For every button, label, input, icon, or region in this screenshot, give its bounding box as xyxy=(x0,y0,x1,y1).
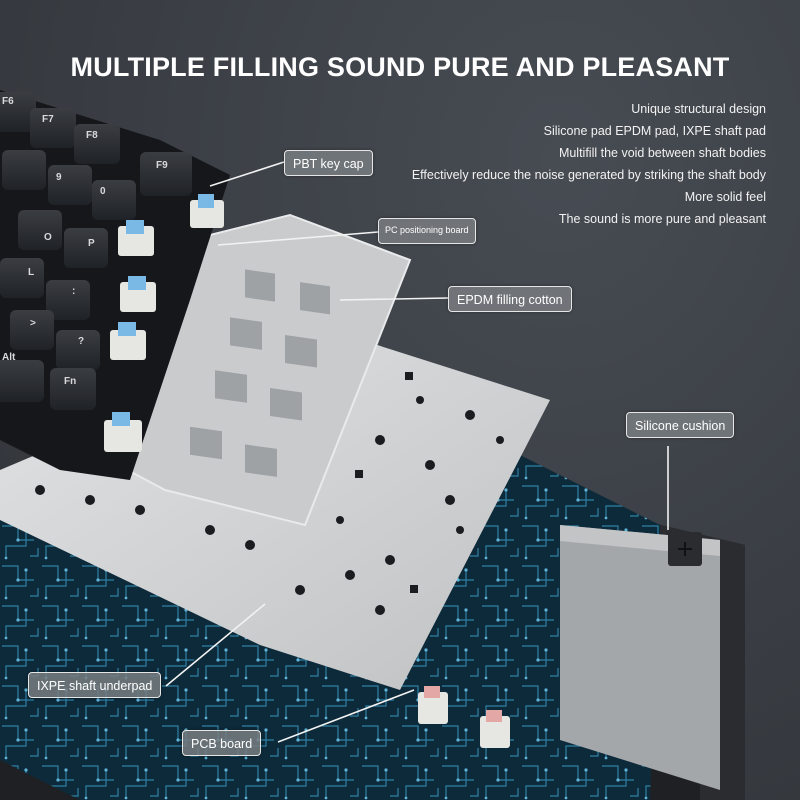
switch-1 xyxy=(190,194,224,228)
key-0: 0 xyxy=(100,186,106,197)
callout-pcb-board: PCB board xyxy=(182,730,262,756)
feature-item: Effectively reduce the noise generated b… xyxy=(411,168,766,182)
key-gt: > xyxy=(30,318,36,329)
key-f6: F6 xyxy=(2,96,14,107)
leader-lines xyxy=(165,161,669,743)
callout-pbt-keycap: PBT key cap xyxy=(284,150,373,176)
callout-ixpe-shaft-underpad: IXPE shaft underpad xyxy=(28,672,162,698)
feature-item: Silicone pad EPDM pad, IXPE shaft pad xyxy=(543,124,766,138)
switch-pink-1 xyxy=(418,686,448,724)
feature-item: Multifill the void between shaft bodies xyxy=(558,146,766,160)
feature-item: More solid feel xyxy=(684,190,766,204)
headline: MULTIPLE FILLING SOUND PURE AND PLEASANT xyxy=(70,52,730,82)
switch-2 xyxy=(118,220,154,256)
pc-board-cutouts xyxy=(190,269,330,477)
callout-epdm-filling-cotton: EPDM filling cotton xyxy=(448,286,572,312)
callout-silicone-cushion: Silicone cushion xyxy=(626,412,735,438)
key-l: L xyxy=(28,267,34,278)
key-fn: Fn xyxy=(64,376,76,387)
key-legends: F6 F7 F8 F9 9 0 O P L : > ? Alt Fn xyxy=(2,96,168,387)
key-question: ? xyxy=(78,336,84,347)
silicone-cushion-slab xyxy=(560,525,720,790)
switch-5 xyxy=(104,412,142,452)
switch-pink-2 xyxy=(480,710,510,748)
switches xyxy=(104,194,510,748)
feature-item: Unique structural design xyxy=(631,102,766,116)
key-alt: Alt xyxy=(2,352,16,363)
feature-item: The sound is more pure and pleasant xyxy=(558,212,766,226)
callout-pc-positioning-board: PC positioning board xyxy=(378,218,476,244)
key-colon: : xyxy=(72,286,75,297)
switch-3 xyxy=(120,276,156,312)
keycaps xyxy=(0,92,192,410)
key-9: 9 xyxy=(56,172,62,183)
key-o: O xyxy=(44,232,52,243)
key-f7: F7 xyxy=(42,114,54,125)
key-p: P xyxy=(88,238,95,249)
feature-list: Unique structural design Silicone pad EP… xyxy=(412,100,766,232)
switch-4 xyxy=(110,322,146,360)
key-f8: F8 xyxy=(86,130,98,141)
key-f9: F9 xyxy=(156,160,168,171)
